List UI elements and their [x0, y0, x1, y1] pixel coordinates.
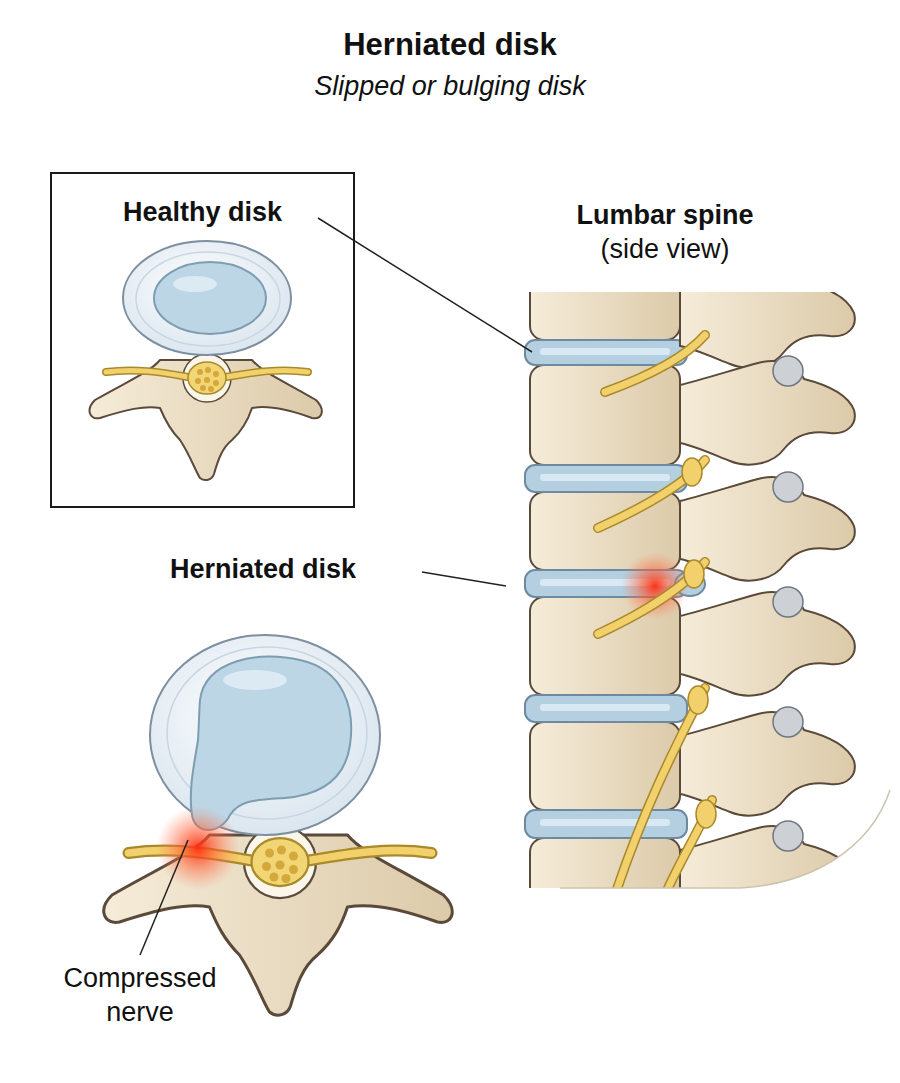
vertebra-healthy — [90, 354, 322, 480]
vertebral-body — [530, 365, 680, 465]
part-label: Compressed nerve — [40, 962, 240, 1030]
disk-side — [525, 465, 687, 492]
nerve-ganglion — [684, 560, 704, 588]
part-label: Herniated disk — [170, 553, 420, 587]
nucleus-highlight — [223, 670, 287, 690]
nerve-ganglion — [696, 800, 716, 828]
spinal-nerve-outline — [615, 688, 705, 895]
compression-glow — [156, 806, 240, 890]
disk-annulus — [123, 241, 291, 355]
posterior-element — [680, 259, 855, 368]
leader-line — [318, 218, 532, 352]
posterior-element — [680, 821, 855, 930]
spinal-nerve — [605, 335, 705, 392]
leader-line — [422, 572, 506, 586]
panel-heading: Healthy disk — [52, 196, 353, 230]
disk-highlight — [540, 819, 670, 826]
lumbar-spine — [525, 259, 855, 930]
disk-side — [525, 810, 687, 838]
posterior-element — [680, 587, 855, 696]
subtitle: Slipped or bulging disk — [0, 70, 900, 104]
disk-side — [525, 695, 687, 722]
vertebral-body — [530, 270, 680, 340]
panel-box: Healthy disk — [50, 172, 355, 508]
leader-line — [140, 840, 188, 955]
spinal-nerve — [615, 688, 705, 895]
nerve-ganglion — [688, 686, 708, 714]
disk-annulus-ring — [136, 252, 280, 346]
disk-annulus — [150, 635, 380, 835]
herniated-nucleus — [191, 656, 351, 830]
view-label: Lumbar spine (side view) — [565, 199, 765, 267]
diagram-title: Herniated disk — [0, 26, 900, 65]
disk-highlight — [540, 704, 670, 711]
disk-nucleus — [154, 262, 266, 334]
disk-highlight — [540, 348, 670, 355]
posterior-element — [680, 356, 855, 465]
section-cut-edge — [560, 790, 890, 888]
spinal-nerve-outline — [605, 335, 705, 392]
disk-highlight — [540, 474, 670, 481]
nerve-ganglion — [682, 458, 702, 486]
nucleus-highlight — [173, 276, 217, 292]
vertebral-body — [530, 838, 680, 918]
